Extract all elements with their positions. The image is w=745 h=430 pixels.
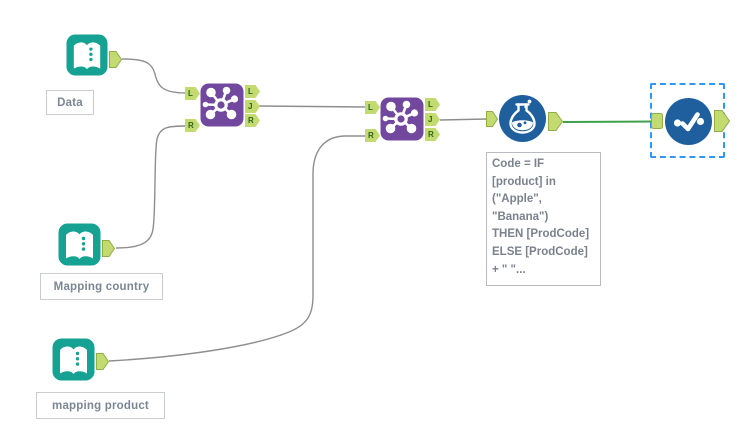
label-mapping-product-text: mapping product [52,399,149,412]
connection-join2-j-to-formula[interactable] [439,118,488,121]
output-anchor-mapping-product[interactable] [96,353,110,375]
annotation-line: ("Apple", [492,193,542,206]
join1-output-anchor-r[interactable]: R [245,114,260,127]
join2-output-anchor-l[interactable]: L [425,98,440,111]
label-mapping-country-text: Mapping country [53,280,150,293]
anchor-letter: J [248,102,253,111]
output-anchor-mapping-country[interactable] [102,240,116,262]
label-input-data-text: Data [57,96,83,109]
join2-input-anchor-r[interactable]: R [365,129,380,142]
tool-select[interactable] [665,98,712,145]
annotation-line: [product] in [492,175,556,188]
formula-input-anchor[interactable] [486,111,499,132]
annotation-line: Code = IF [492,158,545,170]
connection-join1-j-to-join2-l[interactable] [258,105,367,108]
connection-mapping-product-to-join2-r[interactable] [108,135,366,362]
join-network-icon [200,83,244,127]
anchor-letter: R [188,121,194,130]
join-network-icon [380,97,424,141]
formula-annotation[interactable]: Code = IF [product] in ("Apple", "Banana… [486,152,601,286]
join2-output-anchor-r[interactable]: R [425,128,440,141]
connection-mapping-country-to-join1-r[interactable] [115,125,187,249]
join2-input-anchor-l[interactable]: L [365,101,380,114]
annotation-line: "Banana") [492,210,549,223]
tool-input-data[interactable] [66,34,108,76]
tool-formula[interactable] [499,95,546,142]
anchor-letter: L [428,100,433,109]
input-data-book-icon [58,223,101,266]
annotation-line: ELSE [ProdCode] [492,245,588,258]
anchor-letter: R [248,116,254,125]
connection-data-to-join1-l[interactable] [121,58,187,94]
label-input-mapping-product[interactable]: mapping product [36,392,165,419]
tool-input-mapping-product[interactable] [52,338,95,381]
select-checkmark-icon [665,98,712,145]
tool-join-2[interactable] [380,97,424,141]
tool-input-mapping-country[interactable] [58,223,101,266]
label-input-mapping-country[interactable]: Mapping country [40,273,163,300]
label-input-data[interactable]: Data [46,90,94,115]
input-data-book-icon [66,34,108,76]
join1-output-anchor-j[interactable]: J [245,100,260,113]
anchor-letter: R [428,130,434,139]
anchor-letter: L [188,89,193,98]
formula-output-anchor[interactable] [548,112,564,136]
connection-formula-to-select-selected[interactable] [562,120,652,123]
tool-join-1[interactable] [200,83,244,127]
output-anchor-data[interactable] [109,51,123,73]
annotation-line: THEN [ProdCode] [492,228,590,241]
select-output-anchor[interactable] [714,110,731,137]
join1-input-anchor-r[interactable]: R [185,119,200,132]
join2-output-anchor-j[interactable]: J [425,113,440,126]
anchor-letter: R [368,131,374,140]
anchor-letter: L [368,103,373,112]
select-input-anchor[interactable] [651,113,663,134]
join1-input-anchor-l[interactable]: L [185,87,200,100]
input-data-book-icon [52,338,95,381]
anchor-letter: L [248,87,253,96]
join1-output-anchor-l[interactable]: L [245,85,260,98]
annotation-line: + " "... [492,263,526,276]
formula-flask-icon [499,95,546,142]
anchor-letter: J [428,115,433,124]
